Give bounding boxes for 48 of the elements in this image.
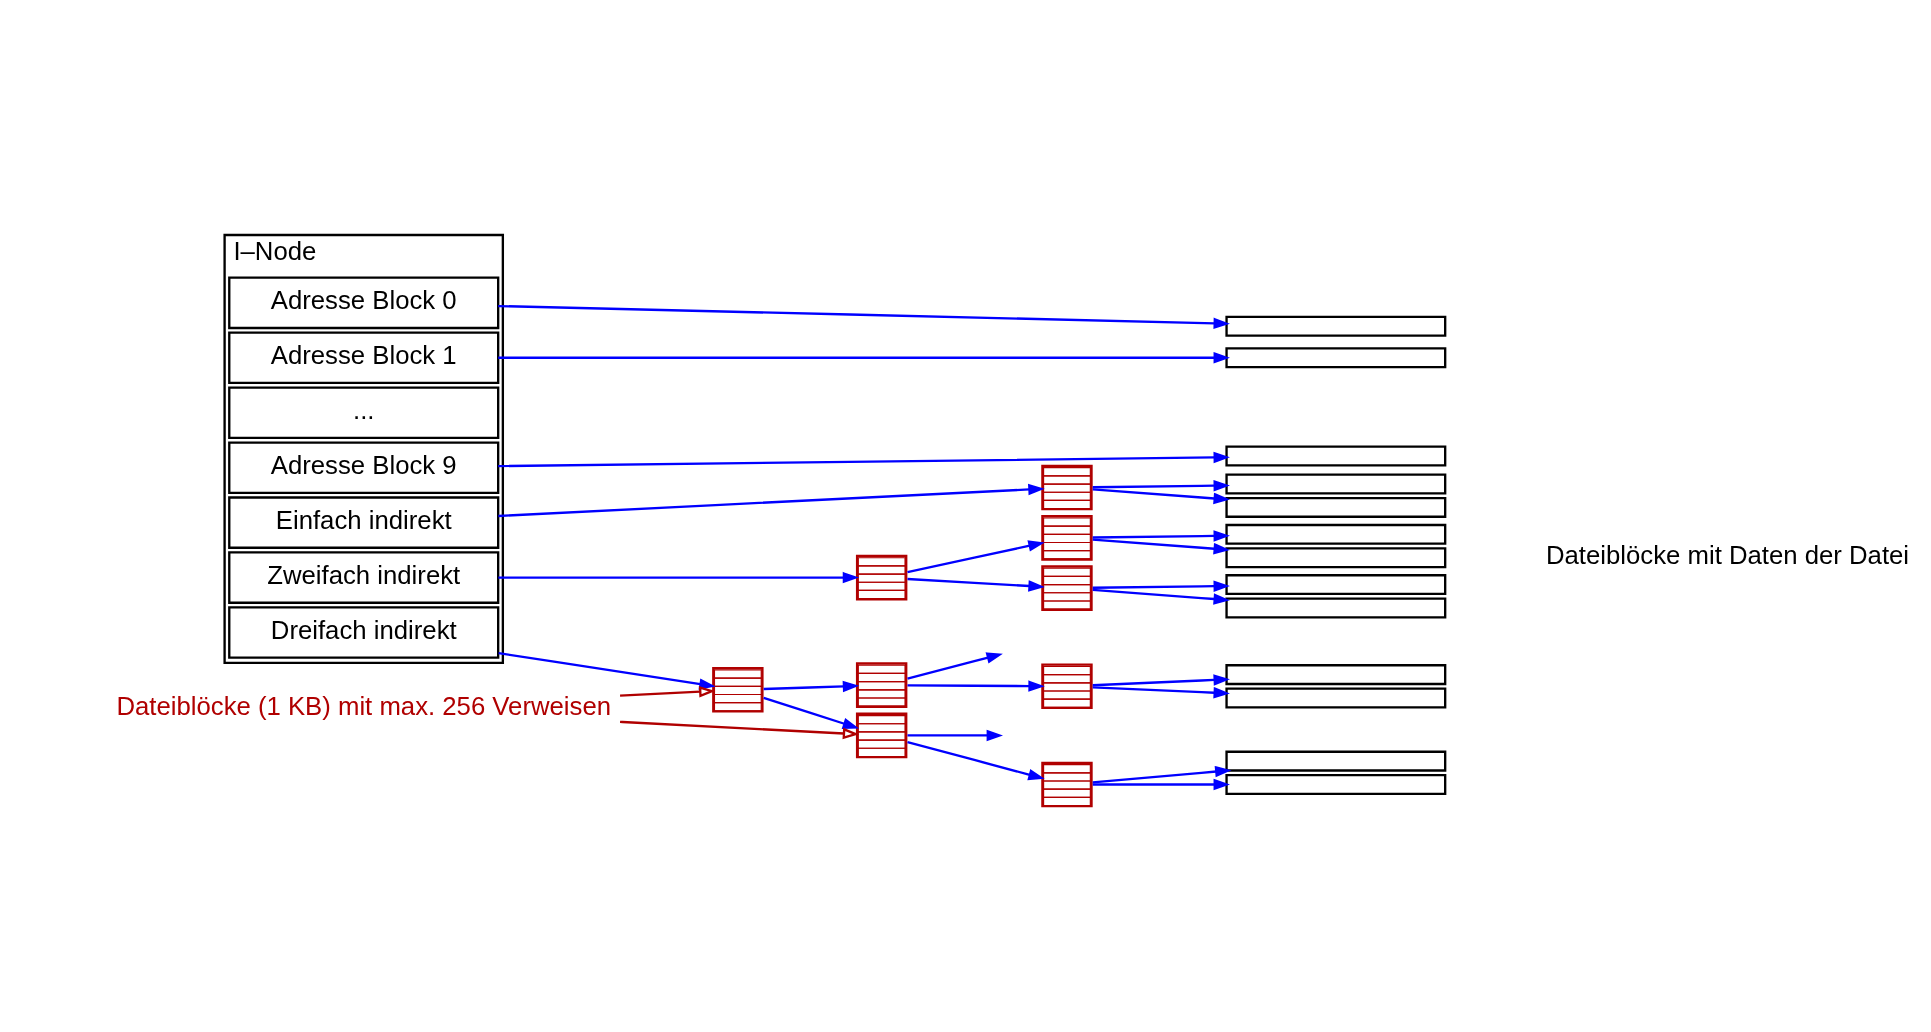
node-text: Dateiblöcke (1 KB) mit max. 256 Verweisen <box>115 691 611 720</box>
arrow <box>1092 588 1230 605</box>
node-bar <box>1224 315 1446 337</box>
arrow <box>1092 579 1230 592</box>
arrow <box>497 651 716 690</box>
node-bar <box>1224 773 1446 795</box>
arrow <box>497 571 859 583</box>
arrow <box>497 304 1230 329</box>
arrow <box>906 651 1003 680</box>
node-bar <box>1224 663 1446 685</box>
node-bar <box>1224 523 1446 545</box>
node-bar <box>1224 346 1446 368</box>
arrow <box>497 351 1230 364</box>
node-box: Adresse Block 0 <box>227 276 499 329</box>
label: Dateiblöcke mit Daten der Datei <box>1545 540 1909 569</box>
node-bar <box>1224 546 1446 568</box>
arrow <box>1092 778 1230 790</box>
node-box: Adresse Block 1 <box>227 330 499 384</box>
node-bar <box>1224 573 1446 595</box>
node-bar <box>1224 687 1446 709</box>
arrow <box>1092 765 1231 784</box>
node-bar <box>1224 473 1446 495</box>
arrow <box>906 539 1045 573</box>
arrow <box>763 680 859 692</box>
arrow <box>1092 538 1230 554</box>
arrow <box>1092 529 1230 542</box>
arrow <box>619 685 715 697</box>
node-box: ... <box>227 385 499 439</box>
arrow <box>906 740 1045 780</box>
arrow <box>762 696 859 729</box>
arrow <box>1092 479 1230 491</box>
node-bar <box>1224 444 1446 467</box>
node-box: Dreifach indirekt <box>227 605 499 659</box>
node-bar <box>1224 596 1446 618</box>
arrow <box>907 729 1003 741</box>
node-box: Einfach indirekt <box>227 495 499 549</box>
arrow <box>619 720 859 739</box>
arrow <box>907 679 1045 692</box>
arrow <box>906 577 1045 592</box>
node-bar <box>1224 496 1446 518</box>
arrow <box>1092 487 1230 504</box>
arrow <box>497 483 1045 517</box>
arrow <box>1092 673 1230 686</box>
node-box: Zweifach indirekt <box>227 550 499 604</box>
arrow <box>497 451 1230 467</box>
arrow <box>1092 685 1230 698</box>
node-box: Adresse Block 9 <box>227 440 499 494</box>
node-bar <box>1224 750 1446 772</box>
